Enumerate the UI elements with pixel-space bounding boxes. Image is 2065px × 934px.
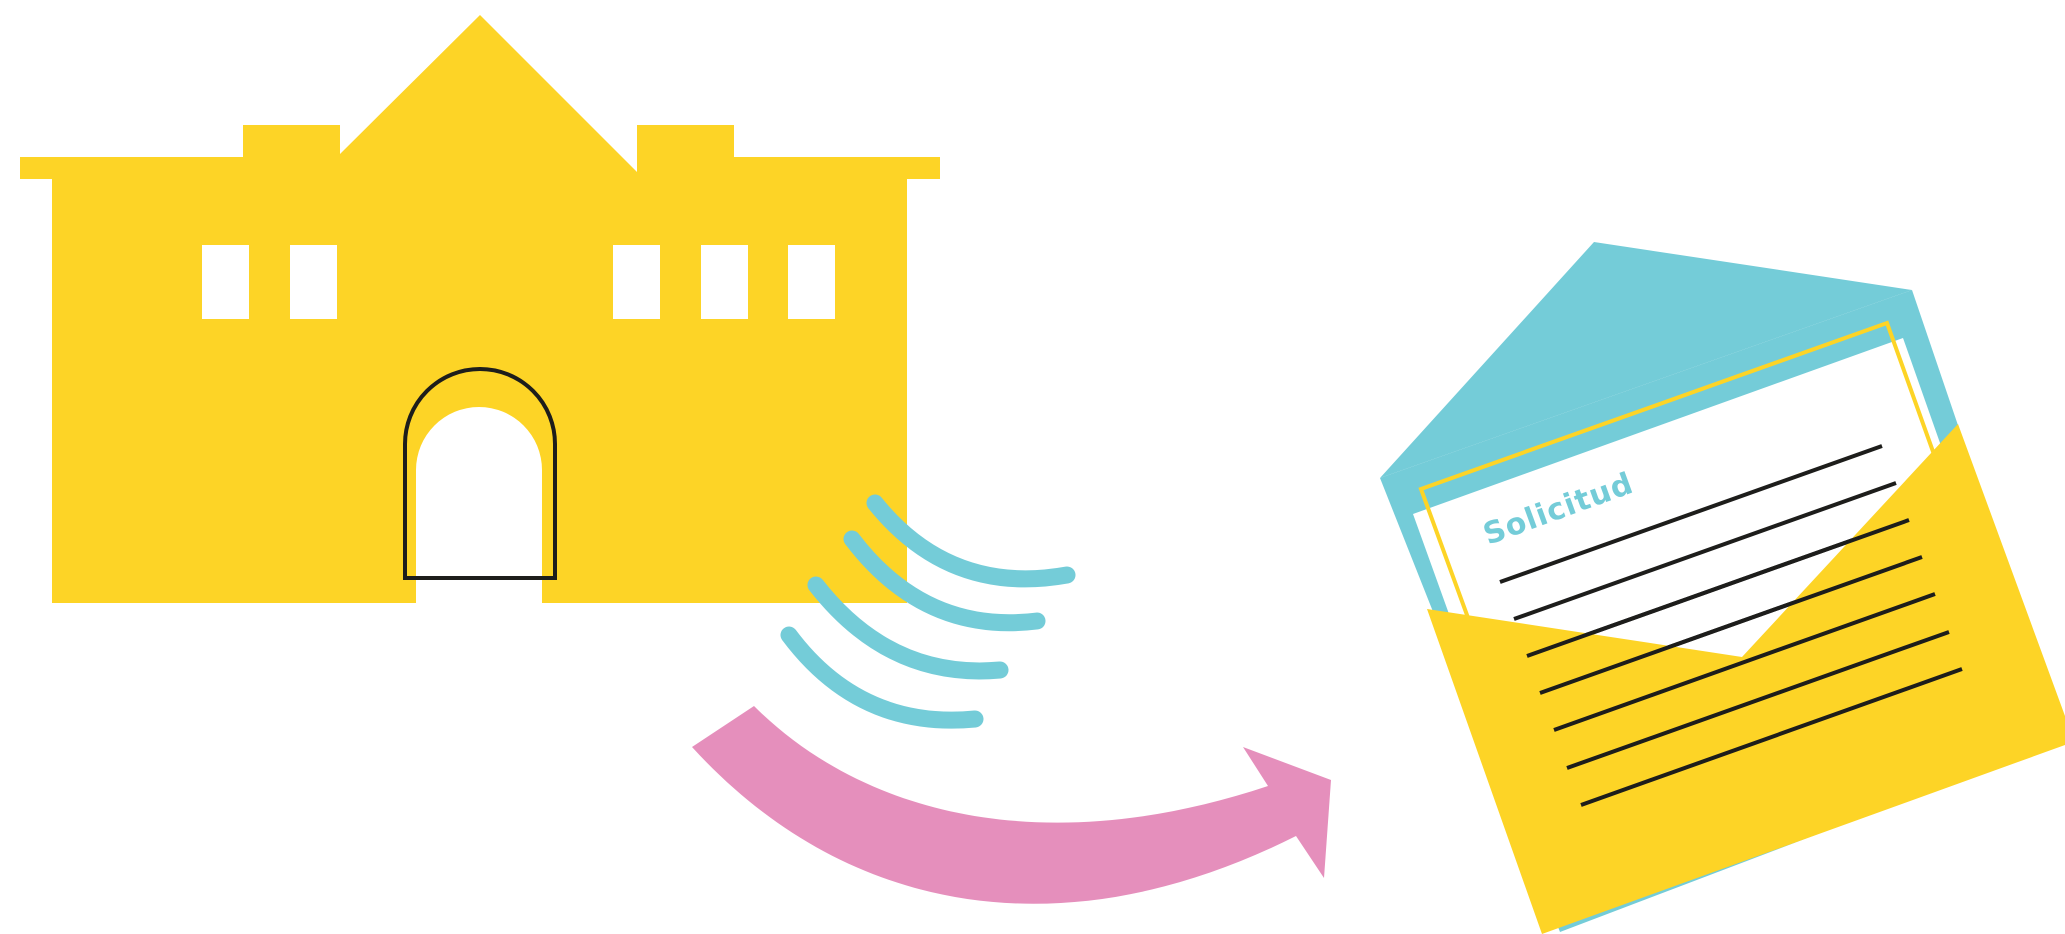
window bbox=[290, 245, 337, 319]
window bbox=[788, 245, 835, 319]
window bbox=[613, 245, 660, 319]
school-building-icon bbox=[20, 15, 940, 603]
envelope-with-letter-icon: Solicitud bbox=[1380, 242, 2065, 934]
arrow-shape bbox=[692, 706, 1331, 904]
curved-arrow-icon bbox=[692, 706, 1331, 904]
window bbox=[202, 245, 249, 319]
window bbox=[701, 245, 748, 319]
